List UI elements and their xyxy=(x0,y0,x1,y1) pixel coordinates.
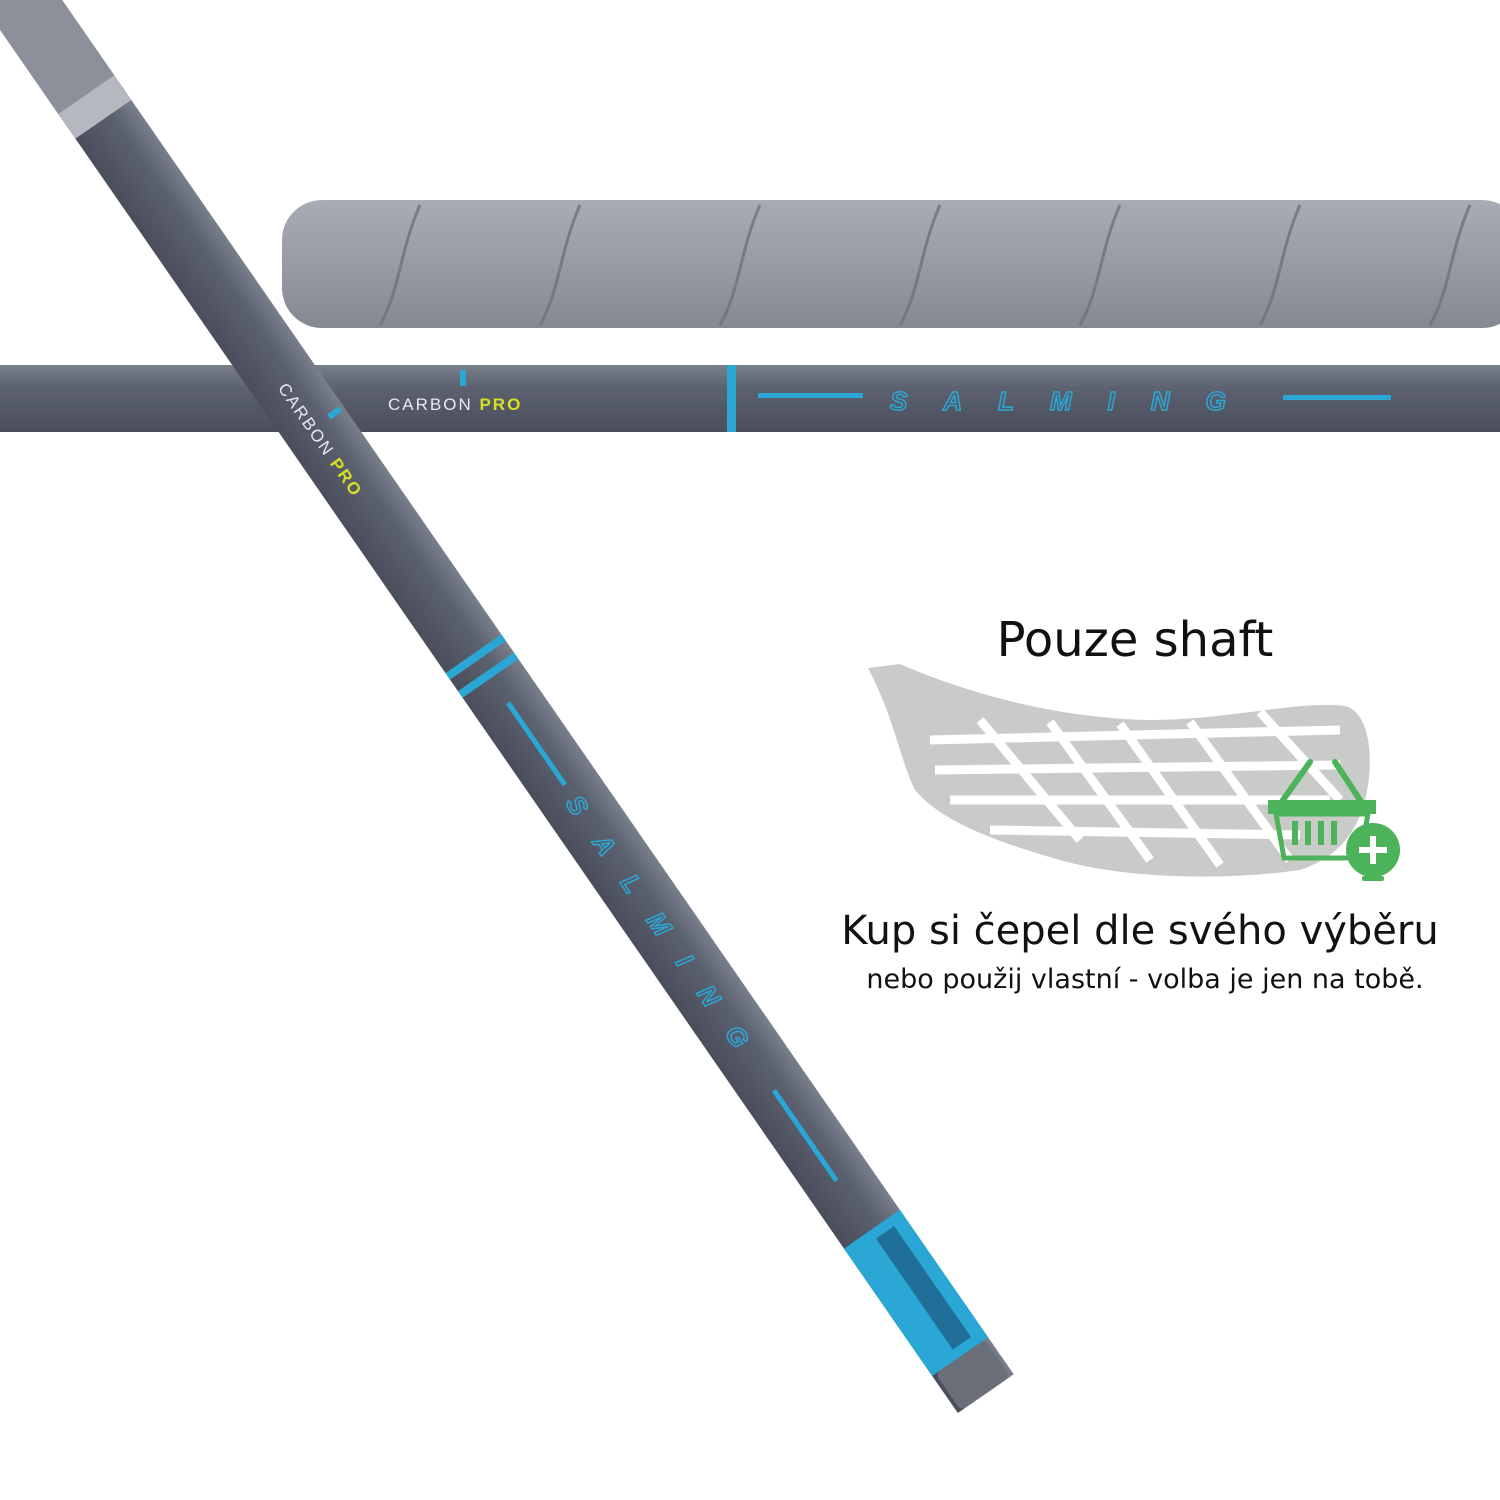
shaft-label-pro: PRO xyxy=(479,395,522,414)
brand-logo-diagonal: SALMING xyxy=(560,790,772,1078)
svg-text:CARBON PRO: CARBON PRO xyxy=(388,395,522,414)
grip xyxy=(282,200,1500,328)
shaft-label-carbon: CARBON xyxy=(388,395,473,414)
info-subtitle: nebo použij vlastní - volba je jen na to… xyxy=(866,964,1424,995)
shopping-basket-add-icon[interactable] xyxy=(1268,759,1400,881)
horizontal-shaft: CARBON PRO SALMING xyxy=(0,365,1500,432)
brand-logo-horizontal: SALMING xyxy=(890,386,1262,416)
info-cta: Kup si čepel dle svého výběru xyxy=(841,908,1439,954)
floorball-blade-icon xyxy=(868,664,1370,877)
info-title: Pouze shaft xyxy=(996,612,1274,668)
